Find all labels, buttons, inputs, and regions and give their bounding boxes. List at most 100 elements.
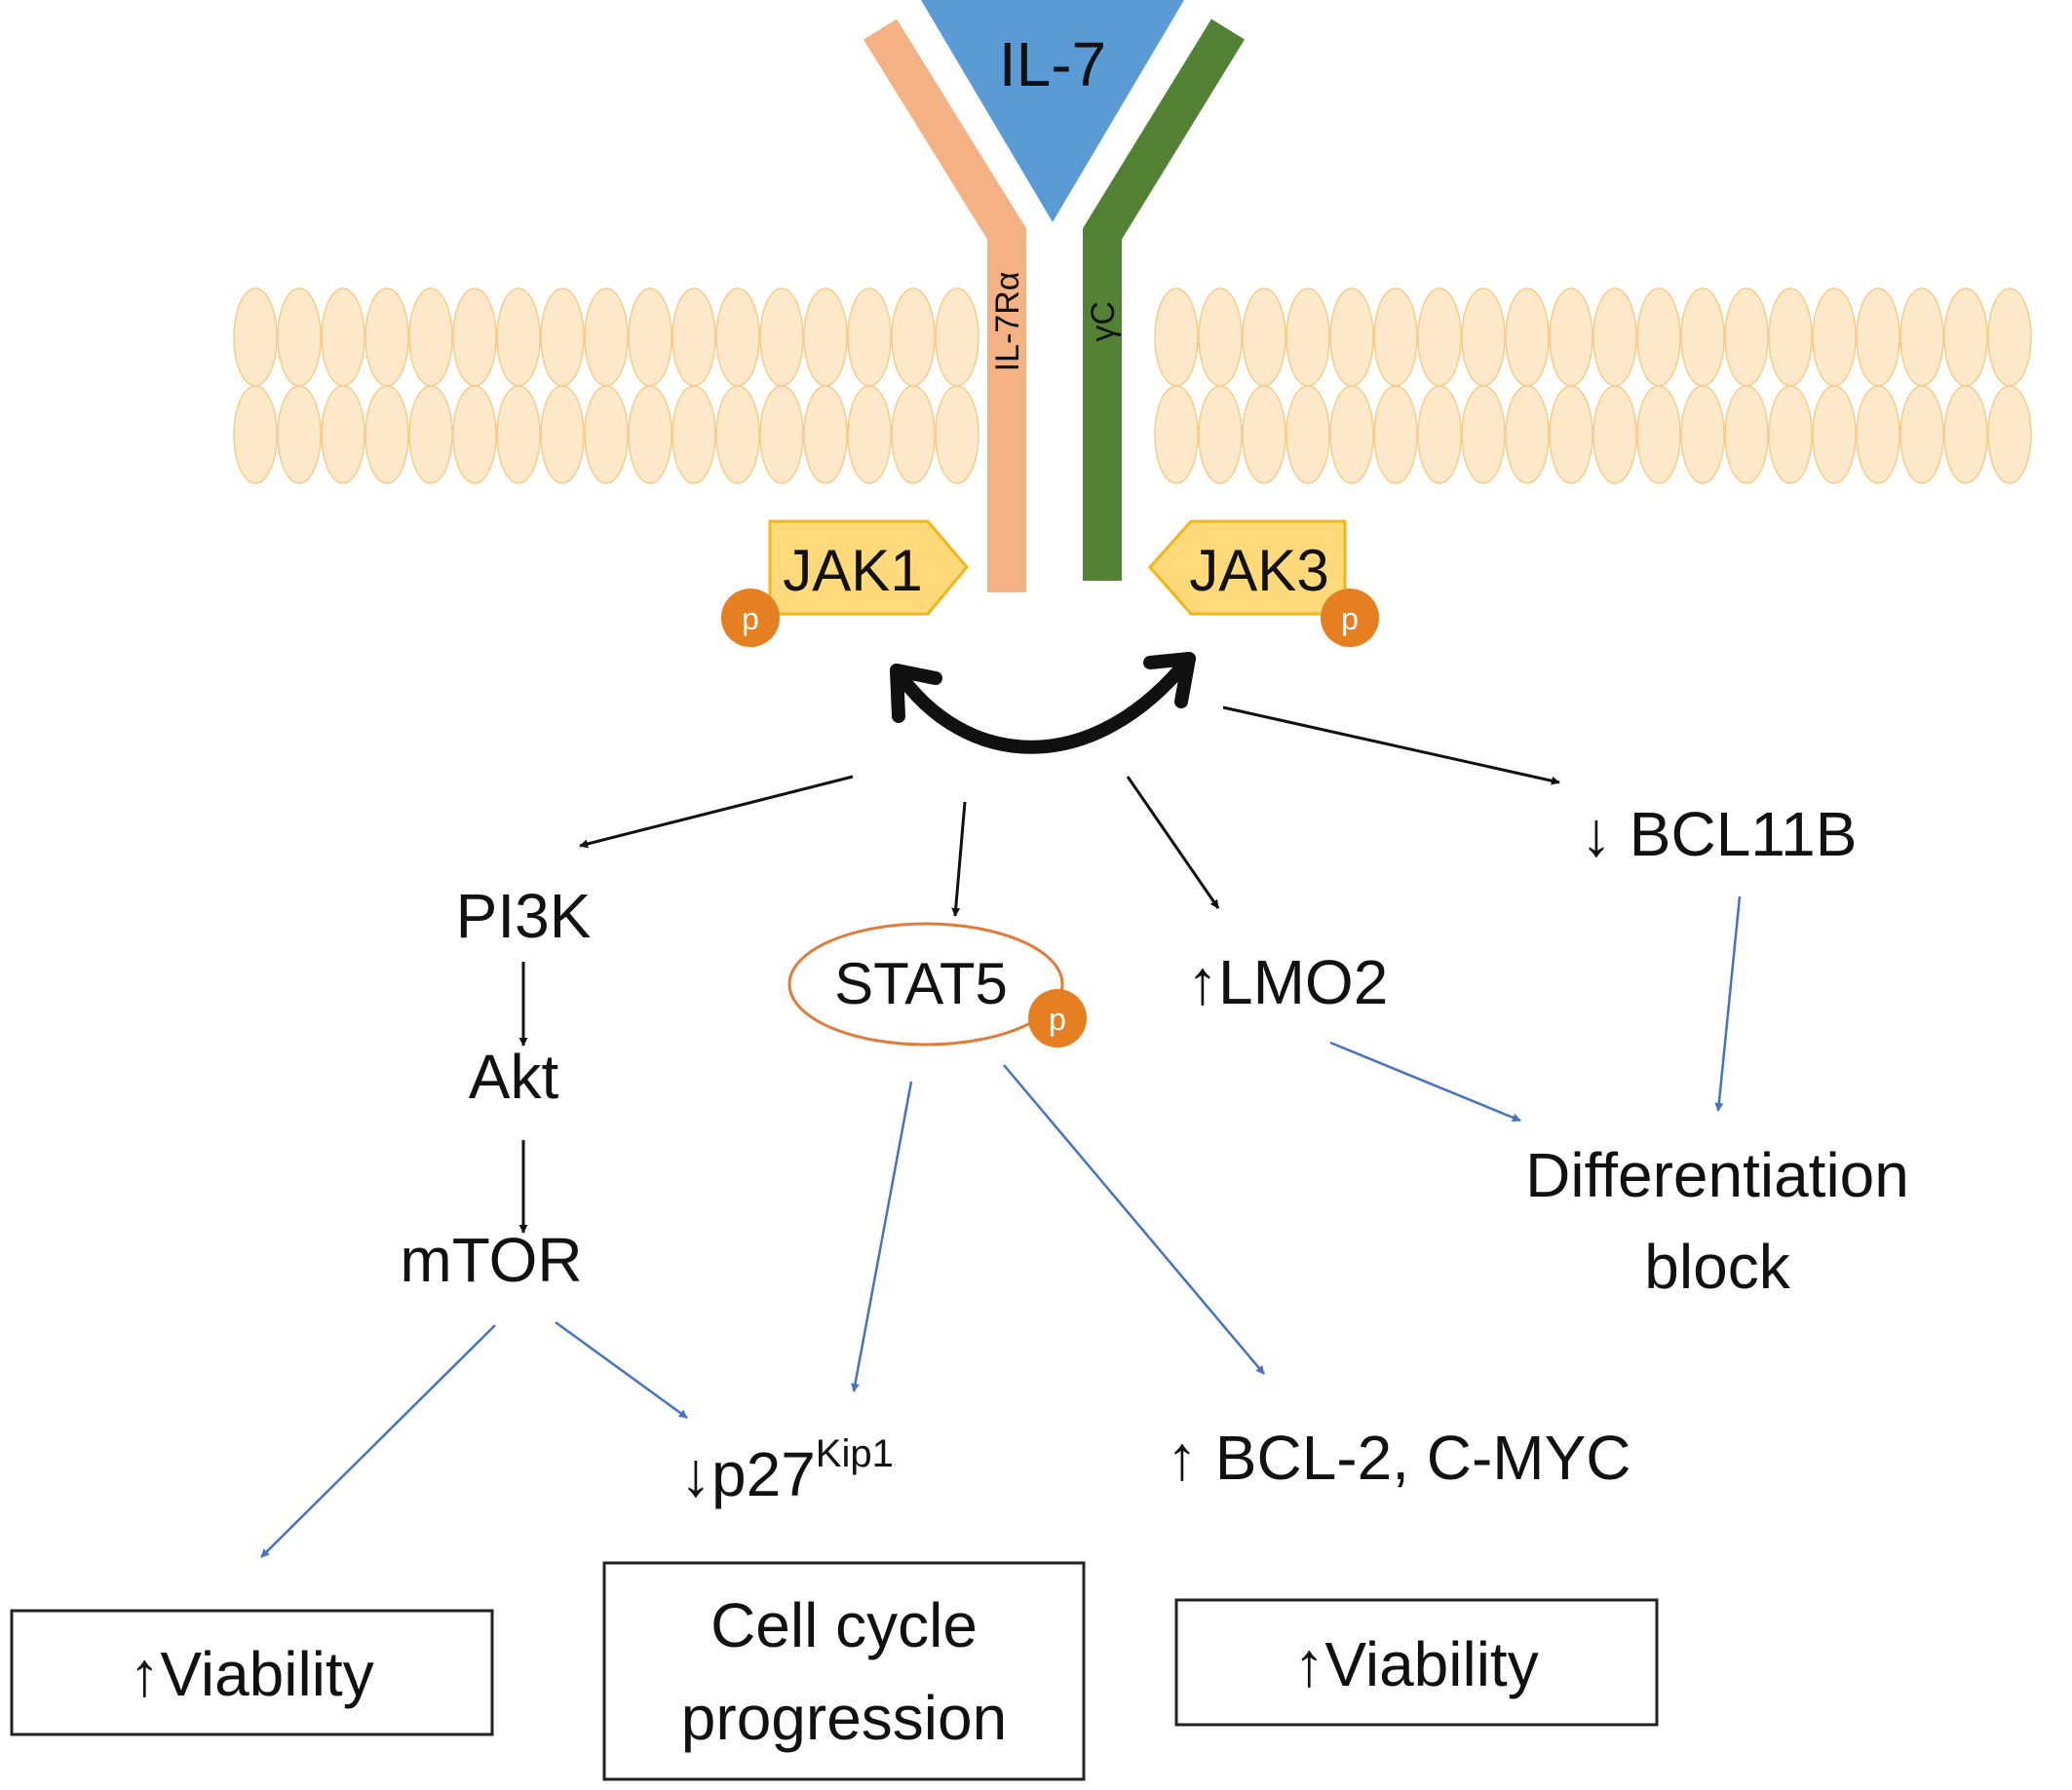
- lipid-head: [584, 385, 629, 484]
- lipid-head: [803, 287, 848, 387]
- cell-cycle-progression-box: Cell cycle progression: [602, 1561, 1086, 1781]
- jak-transactivation-head-right: [1143, 652, 1196, 708]
- lipid-head: [277, 385, 322, 484]
- jak3-label: JAK3: [1189, 538, 1328, 603]
- differentiation-block-line2: block: [1644, 1232, 1790, 1302]
- lipid-head: [1812, 385, 1857, 484]
- arrow-to-bcl11b: [1222, 705, 1560, 785]
- lipid-head: [1461, 385, 1506, 484]
- lipid-head: [1943, 385, 1988, 484]
- lipid-head: [1285, 385, 1330, 484]
- il7ra-receptor-chain: IL-7Rα: [863, 19, 1026, 592]
- lipid-head: [1198, 385, 1243, 484]
- pi3k-label: PI3K: [456, 881, 592, 951]
- lipid-head: [1856, 287, 1900, 387]
- lipid-head: [1856, 385, 1900, 484]
- arrow-stat5-to-p27: [851, 1081, 913, 1392]
- lipid-head: [321, 385, 365, 484]
- lipid-head: [233, 385, 278, 484]
- jak3-kinase: JAK3 p: [1147, 519, 1379, 647]
- lipid-head: [1373, 287, 1418, 387]
- lipid-head: [1154, 385, 1199, 484]
- lipid-head: [1768, 287, 1813, 387]
- akt-label: Akt: [469, 1042, 559, 1112]
- bcl2-cmyc-label: ↑ BCL-2, C-MYC: [1167, 1423, 1631, 1493]
- lipid-head: [891, 287, 936, 387]
- jak-transactivation-arrow: [890, 652, 1196, 754]
- lipid-head: [1812, 287, 1857, 387]
- lipid-head: [1899, 287, 1944, 387]
- lipid-head: [1724, 287, 1769, 387]
- cell-cycle-line2: progression: [681, 1683, 1007, 1753]
- arrow-stat5-to-bcl2: [1003, 1064, 1265, 1375]
- lipid-head: [1549, 287, 1593, 387]
- lipid-head: [1592, 385, 1637, 484]
- lipid-head: [321, 287, 365, 387]
- lipid-head: [408, 385, 453, 484]
- jak3-phospho-icon: [1321, 589, 1379, 647]
- il7ra-label: IL-7Rα: [989, 272, 1026, 372]
- lipid-head: [1636, 287, 1681, 387]
- viability-left-label: ↑Viability: [129, 1639, 373, 1709]
- il7-label: IL-7: [999, 29, 1106, 99]
- lmo2-label: ↑LMO2: [1187, 947, 1388, 1017]
- arrow-bcl11b-to-diff-block: [1714, 895, 1742, 1112]
- lipid-head: [628, 385, 672, 484]
- arrow-lmo2-to-diff-block: [1329, 1041, 1521, 1123]
- lipid-head: [365, 385, 409, 484]
- stat5-node: STAT5 p: [787, 922, 1087, 1047]
- lipid-head: [1943, 287, 1988, 387]
- lipid-head: [1417, 385, 1462, 484]
- lipid-head: [496, 385, 541, 484]
- jak3-phospho-label: p: [1341, 601, 1359, 636]
- lipid-head: [1592, 287, 1637, 387]
- lipid-head: [803, 385, 848, 484]
- lipid-head: [671, 287, 716, 387]
- lipid-head: [935, 287, 979, 387]
- p27-label: ↓p27Kip1: [680, 1432, 894, 1509]
- lipid-head: [935, 385, 979, 484]
- lipid-head: [847, 287, 892, 387]
- jak1-kinase: JAK1 p: [721, 519, 969, 647]
- cell-membrane: [233, 287, 2032, 484]
- lipid-head: [584, 287, 629, 387]
- stat5-phospho-icon: [1028, 989, 1087, 1047]
- lipid-head: [540, 385, 585, 484]
- lipid-head: [628, 287, 672, 387]
- lipid-head: [1417, 287, 1462, 387]
- lipid-head: [1987, 385, 2032, 484]
- lipid-head: [1724, 385, 1769, 484]
- lipid-head: [233, 287, 278, 387]
- viability-box-left: ↑Viability: [10, 1609, 494, 1736]
- lipid-head: [1768, 385, 1813, 484]
- lipid-head: [277, 287, 322, 387]
- lipid-head: [1461, 287, 1506, 387]
- jak1-label: JAK1: [783, 538, 922, 603]
- lipid-head: [1636, 385, 1681, 484]
- lipid-head: [715, 385, 760, 484]
- mtor-label: mTOR: [400, 1225, 582, 1295]
- viability-box-right: ↑Viability: [1174, 1598, 1659, 1727]
- lipid-head: [496, 287, 541, 387]
- lipid-head: [1198, 287, 1243, 387]
- lipid-head: [1373, 385, 1418, 484]
- il7-ligand: IL-7: [921, 0, 1184, 222]
- lipid-head: [408, 287, 453, 387]
- jak1-phospho-label: p: [742, 601, 759, 636]
- arrow-to-lmo2: [1126, 776, 1220, 909]
- lipid-head: [1505, 287, 1550, 387]
- lipid-head: [540, 287, 585, 387]
- lipid-head: [1329, 287, 1374, 387]
- lipid-head: [759, 287, 804, 387]
- lipid-head: [1242, 287, 1286, 387]
- lipid-head: [1987, 287, 2032, 387]
- lipid-head: [1680, 287, 1725, 387]
- jak1-phospho-icon: [721, 589, 780, 647]
- lipid-head: [715, 287, 760, 387]
- jak-transactivation-head-left: [890, 664, 942, 723]
- gamma-c-receptor-chain: γC: [1083, 19, 1246, 581]
- arrow-mtor-to-viability: [260, 1324, 496, 1558]
- lipid-head: [1505, 385, 1550, 484]
- lipid-head: [1549, 385, 1593, 484]
- lipid-head: [1680, 385, 1725, 484]
